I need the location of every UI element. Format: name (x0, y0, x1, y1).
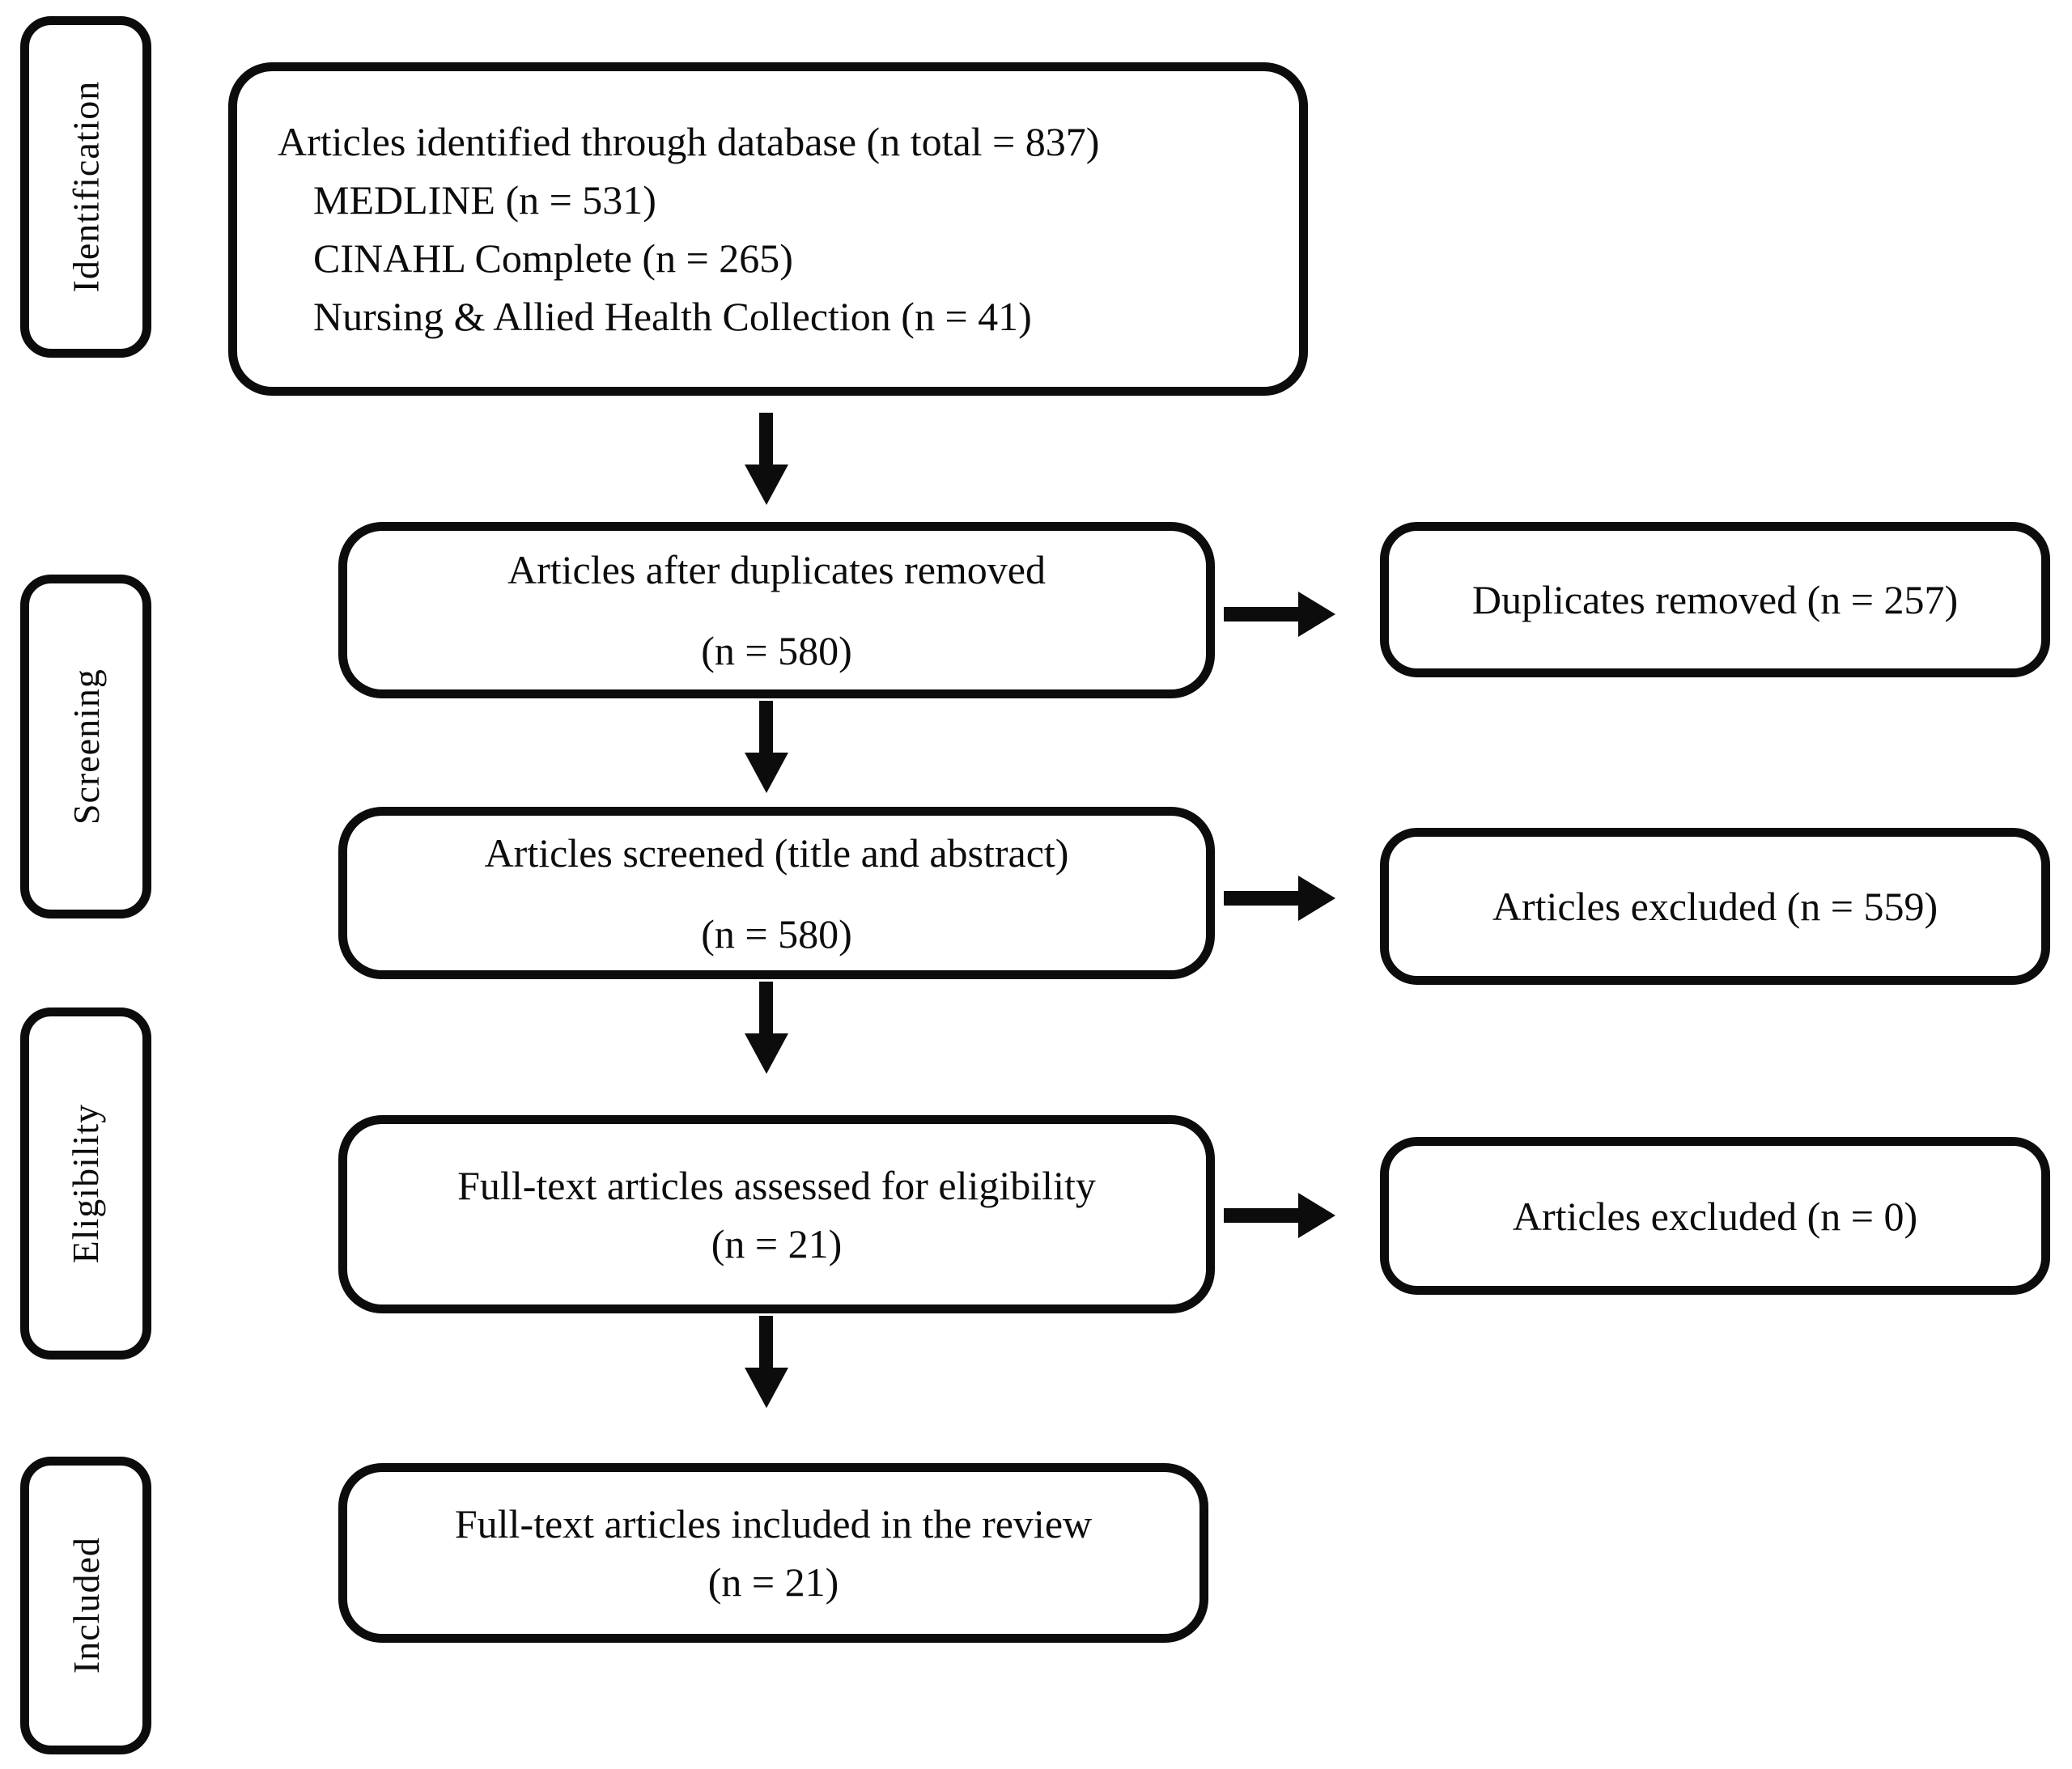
stage-box-identification: Identification (20, 16, 151, 358)
arrow-head (745, 465, 788, 505)
box-title: Articles after duplicates removed (507, 547, 1046, 592)
flow-box-identified: Articles identified through database (n … (228, 62, 1308, 396)
arrow-head (1298, 1193, 1335, 1238)
stage-label-included: Included (65, 1537, 107, 1674)
arrow-right-icon (1224, 1193, 1335, 1238)
box-title: Articles screened (title and abstract) (484, 829, 1069, 876)
stage-label-screening: Screening (65, 668, 107, 825)
box-title: Full-text articles assessed for eligibil… (457, 1162, 1096, 1208)
arrow-stem (759, 1316, 773, 1369)
box-count: (n = 580) (701, 910, 852, 957)
stage-box-included: Included (20, 1457, 151, 1754)
arrow-head (745, 753, 788, 793)
box-title: Articles excluded (n = 0) (1512, 1193, 1918, 1239)
arrow-down-icon (726, 982, 807, 1074)
arrow-down-icon (726, 1316, 807, 1408)
flow-box-fulltext-assessed: Full-text articles assessed for eligibil… (338, 1115, 1215, 1313)
stage-box-eligibility: Eligibility (20, 1008, 151, 1360)
arrow-head (745, 1033, 788, 1074)
box-title: Duplicates removed (n = 257) (1471, 577, 1959, 622)
box-count: (n = 580) (701, 628, 852, 673)
arrow-right-icon (1224, 876, 1335, 921)
stage-label-eligibility: Eligibility (65, 1103, 107, 1264)
box-title: Full-text articles included in the revie… (454, 1501, 1093, 1546)
arrow-stem (1224, 607, 1298, 621)
side-box-duplicates-removed: Duplicates removed (n = 257) (1380, 522, 2050, 677)
arrow-stem (1224, 1208, 1298, 1223)
side-box-articles-excluded-fulltext: Articles excluded (n = 0) (1380, 1137, 2050, 1295)
flow-box-after-duplicates: Articles after duplicates removed (n = 5… (338, 522, 1215, 698)
arrow-head (1298, 592, 1335, 637)
box-count: (n = 21) (707, 1559, 839, 1605)
arrow-stem (759, 413, 773, 466)
box-count: (n = 21) (711, 1220, 843, 1266)
flow-box-screened: Articles screened (title and abstract) (… (338, 807, 1215, 979)
arrow-stem (759, 701, 773, 754)
side-box-articles-excluded-screening: Articles excluded (n = 559) (1380, 828, 2050, 985)
box-title: Articles excluded (n = 559) (1492, 884, 1938, 929)
arrow-down-icon (726, 413, 807, 505)
stage-box-screening: Screening (20, 575, 151, 918)
arrow-right-icon (1224, 592, 1335, 637)
arrow-head (1298, 876, 1335, 921)
arrow-down-icon (726, 701, 807, 793)
arrow-stem (1224, 891, 1298, 906)
arrow-head (745, 1368, 788, 1408)
source-nursing-allied-health: Nursing & Allied Health Collection (n = … (313, 294, 1032, 339)
box-title: Articles identified through database (n … (278, 119, 1100, 164)
stage-label-identification: Identification (65, 81, 107, 293)
source-cinahl: CINAHL Complete (n = 265) (313, 235, 793, 281)
arrow-stem (759, 982, 773, 1035)
source-medline: MEDLINE (n = 531) (313, 177, 656, 223)
flow-box-included-review: Full-text articles included in the revie… (338, 1463, 1208, 1643)
